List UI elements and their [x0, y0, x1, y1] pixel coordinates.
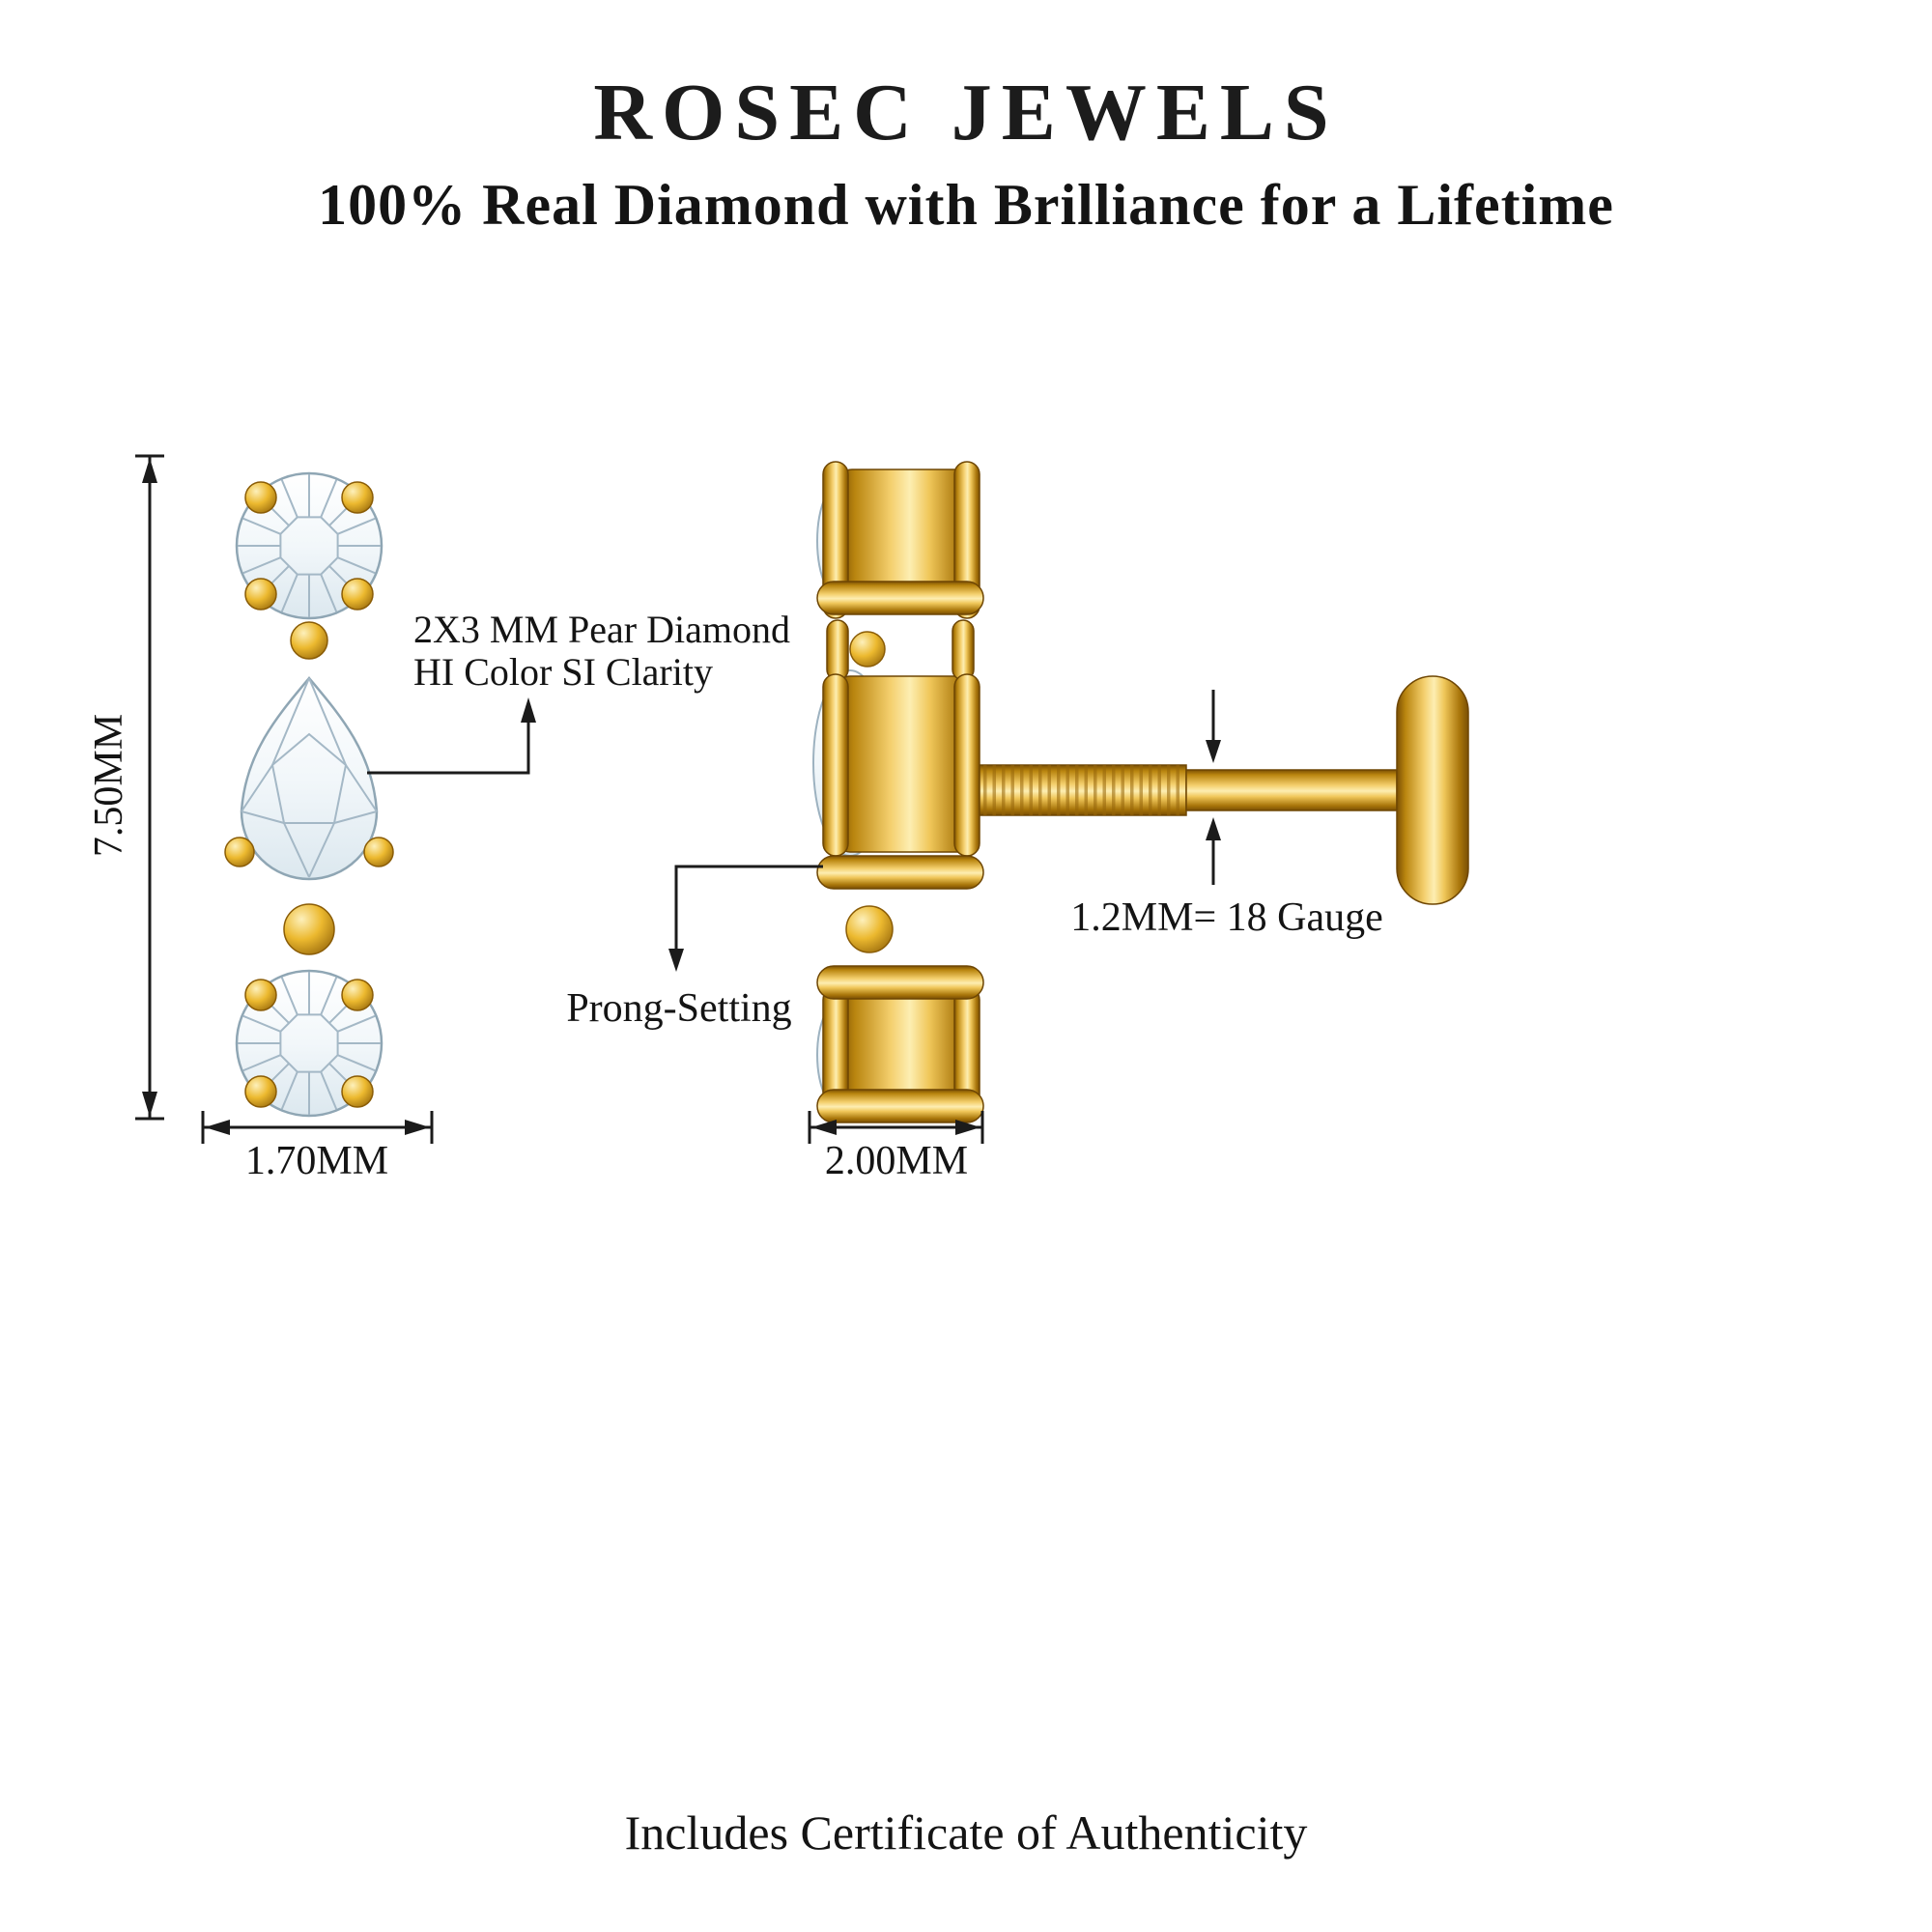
gold-bead [849, 631, 886, 668]
pear-callout-line [367, 697, 536, 775]
pear-diamond-note: 2X3 MM Pear Diamond HI Color SI Clarity [413, 609, 790, 694]
threaded-post [979, 764, 1398, 816]
pear-diamond-note-line1: 2X3 MM Pear Diamond [413, 608, 790, 651]
side-width-dimension-label: 2.00MM [824, 1139, 969, 1183]
brand-tagline: 100% Real Diamond with Brilliance for a … [318, 173, 1614, 237]
brand-title: ROSEC JEWELS [593, 68, 1339, 157]
front-width-dimension-label: 1.70MM [244, 1139, 389, 1183]
flat-back-disc [1396, 675, 1469, 905]
gold-bead [845, 905, 894, 953]
side-view-drawing [812, 461, 1469, 1123]
prong-ball [244, 1075, 277, 1108]
prong-ball [363, 837, 394, 867]
front-view-drawing [224, 471, 394, 1118]
gold-bead [283, 903, 335, 955]
gauge-arrows [1206, 690, 1221, 885]
prong-ball [341, 481, 374, 514]
smooth-post [1185, 769, 1398, 811]
prong-ball [244, 578, 277, 611]
gold-bead [290, 621, 328, 660]
prong-capsules [822, 461, 980, 1123]
certificate-note: Includes Certificate of Authenticity [624, 1805, 1308, 1860]
prong-ball [341, 1075, 374, 1108]
top-round-diamond [235, 471, 384, 620]
prong-ball [244, 481, 277, 514]
post-gauge-label: 1.2MM= 18 Gauge [1070, 895, 1383, 940]
prong-ball [244, 979, 277, 1011]
prong-ball [341, 578, 374, 611]
front-width-dimension-line [201, 1111, 434, 1144]
bottom-round-diamond [235, 969, 384, 1118]
dimension-lines [135, 454, 1221, 1144]
prong-setting-label: Prong-Setting [566, 986, 792, 1031]
height-dimension-label: 7.50MM [87, 713, 131, 858]
prong-callout-line [668, 865, 823, 972]
pear-diamond-note-line2: HI Color SI Clarity [413, 650, 713, 694]
prong-ball [341, 979, 374, 1011]
pear-diamond [224, 676, 394, 881]
side-width-dimension-line [808, 1111, 984, 1144]
setting-rails [816, 581, 984, 1123]
height-dimension-line [135, 454, 164, 1121]
prong-ball [224, 837, 255, 867]
